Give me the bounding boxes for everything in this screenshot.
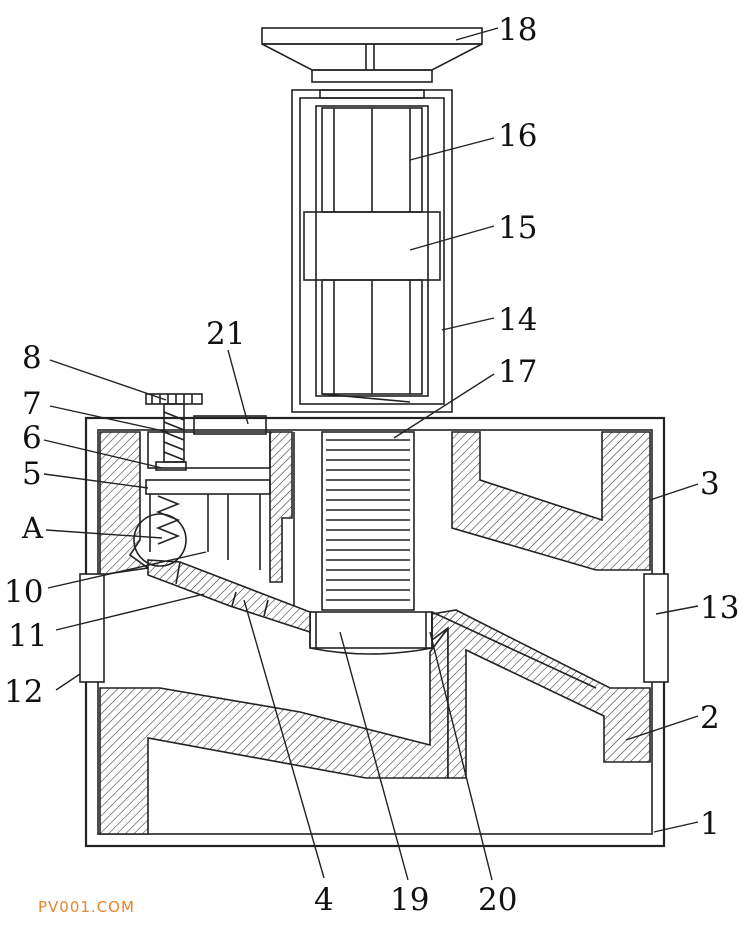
label-14: 14 [498, 302, 537, 338]
label-6: 6 [22, 420, 42, 456]
adjust-mechanism [133, 393, 271, 570]
label-1: 1 [700, 806, 720, 842]
label-20: 20 [478, 882, 517, 918]
label-2: 2 [700, 700, 720, 736]
label-5: 5 [22, 456, 42, 492]
label-16: 16 [498, 118, 537, 154]
right-lower-ramp [431, 609, 651, 779]
label-A: A [21, 511, 44, 545]
label-7: 7 [22, 386, 42, 422]
screw-shaft [293, 431, 415, 611]
label-3: 3 [700, 466, 720, 502]
main-body [84, 416, 666, 848]
left-lower-block [99, 625, 449, 835]
part-labels: 18 16 15 14 17 21 8 7 6 5 A 3 10 11 13 1… [4, 12, 739, 918]
label-18: 18 [498, 12, 537, 48]
label-17: 17 [498, 354, 537, 390]
right-upper-block [451, 431, 651, 571]
left-side-door [79, 573, 105, 683]
lower-roller [321, 279, 423, 403]
label-10: 10 [4, 574, 43, 610]
label-19: 19 [390, 882, 429, 918]
inclined-guide [147, 559, 311, 634]
label-11: 11 [8, 618, 47, 654]
label-21: 21 [206, 316, 245, 352]
center-wall [269, 431, 293, 583]
upper-housing [291, 89, 453, 413]
watermark: PV001.COM [38, 898, 135, 916]
left-wall-upper [99, 431, 151, 576]
feed-hopper [261, 27, 483, 83]
label-8: 8 [22, 340, 42, 376]
label-4: 4 [314, 882, 334, 918]
label-13: 13 [700, 590, 739, 626]
leader-lines [43, 27, 699, 881]
central-block [303, 211, 441, 281]
right-side-door [643, 573, 669, 683]
upper-roller [321, 107, 423, 213]
label-15: 15 [498, 210, 537, 246]
label-12: 12 [4, 674, 43, 710]
discharge-block [309, 611, 433, 655]
